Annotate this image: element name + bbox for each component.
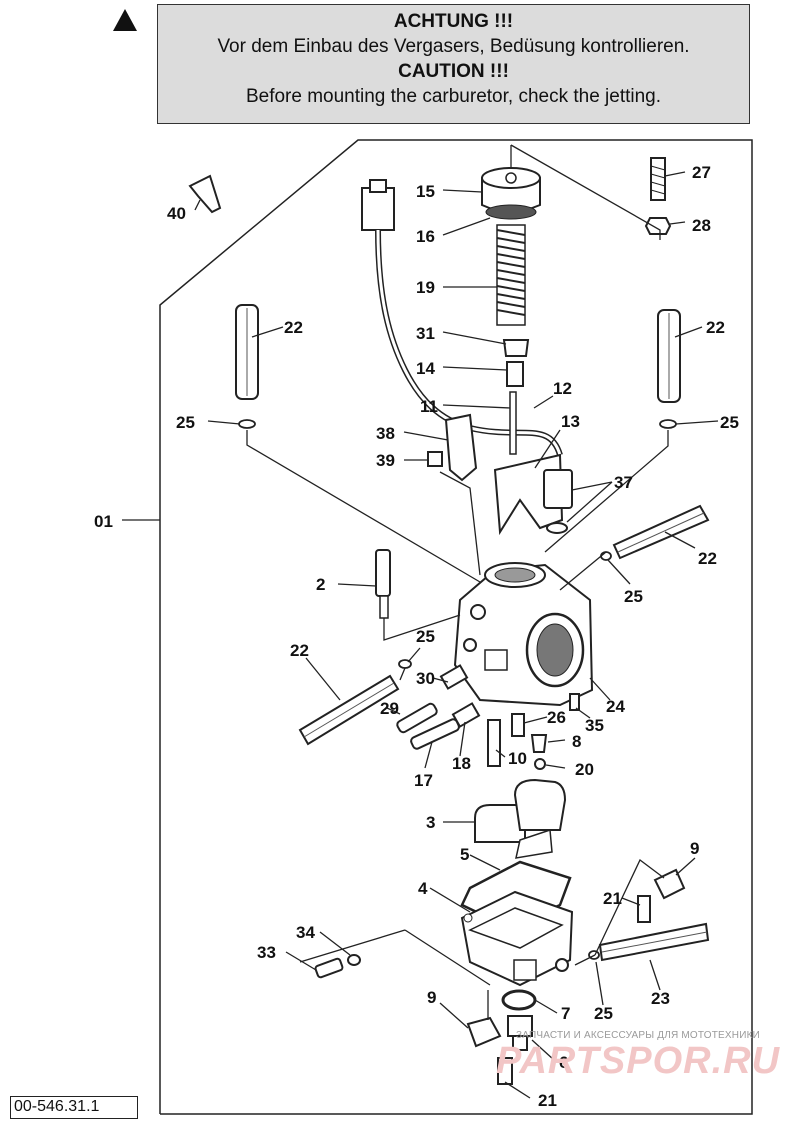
callout-28: 28 [692,216,711,235]
callout-25-left: 25 [176,413,195,432]
callout-26: 26 [547,708,566,727]
warning-triangle-icon [112,8,138,37]
callout-25-bottom: 25 [594,1004,613,1023]
callout-22-right-middle: 22 [698,549,717,568]
site-watermark: ЗАПЧАСТИ И АКСЕССУАРЫ ДЛЯ МОТОТЕХНИКИ PA… [488,1030,788,1081]
callout-12: 12 [553,379,572,398]
carburetor-body [453,562,594,707]
document-code: 00-546.31.1 [10,1096,138,1119]
warning-title-en: CAUTION !!! [398,61,509,82]
callout-31: 31 [416,324,435,343]
throttle-spring [496,224,526,326]
callout-7: 7 [561,1004,570,1023]
callout-38: 38 [376,424,395,443]
callout-2: 2 [316,575,325,594]
callout-25-right: 25 [720,413,739,432]
warning-title-de: ACHTUNG !!! [393,11,514,32]
callout-20: 20 [575,760,594,779]
hose-right-bottom [598,922,710,962]
callout-21-right: 21 [603,889,622,908]
callout-11: 11 [420,397,438,416]
carb-top-cap [481,167,541,220]
watermark-brand: PARTSPOR.RU [495,1040,781,1082]
callout-9-left: 9 [427,988,436,1007]
needle-clip-holder [502,339,530,455]
hose-left-top [235,304,259,400]
warning-text-de: Vor dem Einbau des Vergasers, Bedüsung k… [217,36,690,57]
callout-22-top-left: 22 [284,318,303,337]
cover-plate-right [637,868,686,923]
callout-16: 16 [416,227,435,246]
warning-text-en: Before mounting the carburetor, check th… [245,86,662,107]
idle-adjust-screw [375,549,391,619]
drain-screw [314,954,361,979]
callout-34: 34 [296,923,315,942]
throttle-position-sensor [543,469,573,534]
float-bowl-gasket [460,860,572,930]
callout-37: 37 [614,473,633,492]
small-jets-and-screws [396,664,580,770]
throttle-cable [361,179,563,456]
callout-10: 10 [508,749,527,768]
hose-clamps [238,419,677,960]
callout-35: 35 [585,716,604,735]
callout-23: 23 [651,989,670,1008]
callout-6: 6 [559,1053,568,1072]
callout-30: 30 [416,669,435,688]
bolt-top-right [644,157,672,235]
bracket-plate [188,174,222,214]
leader-lines [122,171,719,1099]
assembly-frame [159,139,753,1115]
callout-22-left-middle: 22 [290,641,309,660]
callout-14: 14 [416,359,435,378]
callout-13: 13 [561,412,580,431]
callout-labels: 01 15 16 19 31 14 11 12 13 38 39 37 27 2… [94,163,739,1110]
hose-right-middle [612,504,710,560]
callout-22-top-right: 22 [706,318,725,337]
callout-25-left-middle: 25 [416,627,435,646]
caution-notice: ACHTUNG !!! Vor dem Einbau des Vergasers… [157,4,750,124]
callout-9-right: 9 [690,839,699,858]
cable-bracket [427,413,478,482]
callout-33: 33 [257,943,276,962]
callout-17: 17 [414,771,433,790]
callout-19: 19 [416,278,435,297]
hose-left-middle [298,674,400,746]
callout-15: 15 [416,182,435,201]
watermark-tagline: ЗАПЧАСТИ И АКСЕССУАРЫ ДЛЯ МОТОТЕХНИКИ [515,1030,761,1041]
callout-25-right-middle: 25 [624,587,643,606]
callout-27: 27 [692,163,711,182]
hose-right-top [657,309,681,403]
callout-18: 18 [452,754,471,773]
callout-4: 4 [418,879,428,898]
callout-24: 24 [606,697,625,716]
float-assembly [474,778,567,859]
callout-40: 40 [167,204,186,223]
float-bowl [460,890,574,987]
callout-39: 39 [376,451,395,470]
bowl-plug-and-seal [466,989,537,1085]
callout-5: 5 [460,845,469,864]
callout-29: 29 [380,699,399,718]
callout-8: 8 [572,732,581,751]
callout-21-bottom: 21 [538,1091,557,1110]
assembly-connection-lines [246,144,669,1020]
callout-01: 01 [94,512,113,531]
callout-3: 3 [426,813,435,832]
